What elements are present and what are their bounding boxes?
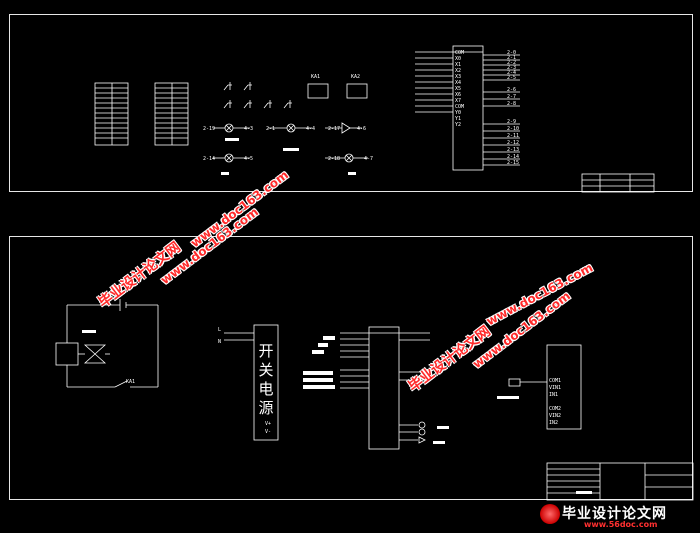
module-terminal: COM2 <box>549 406 561 412</box>
io-table-2 <box>154 82 189 146</box>
bottom-drawing-sheet <box>9 236 693 500</box>
plc-left-terminal: COM <box>455 104 464 110</box>
plc-left-terminal: Y1 <box>455 116 461 122</box>
psu-terminal-vplus: V+ <box>265 421 271 427</box>
plc-left-terminal: Y2 <box>455 122 461 128</box>
plc-left-terminal: X5 <box>455 86 461 92</box>
plc-right-terminal: 2-9 <box>507 119 516 125</box>
lamp-code: 4-3 <box>244 126 253 132</box>
plc-right-terminal: 2-4 <box>507 70 516 76</box>
relay-label-ka1: KA1 <box>311 74 320 80</box>
lamp-code: 4-4 <box>306 126 315 132</box>
switching-power-supply <box>224 324 279 441</box>
relay-ka2 <box>346 83 368 99</box>
plc-right-terminal: 2-11 <box>507 133 519 139</box>
lamp-code: 2-17 <box>328 126 340 132</box>
plc-left-terminal: X6 <box>455 92 461 98</box>
plc-left-terminal: X0 <box>455 56 461 62</box>
title-block-top <box>581 173 655 193</box>
line-label-n: N <box>218 339 221 345</box>
plc-right-terminal: 2-2 <box>507 60 516 66</box>
plc-right-terminal: 2-6 <box>507 87 516 93</box>
module-terminal: IN1 <box>549 392 558 398</box>
plc-right-terminal: 2-8 <box>507 101 516 107</box>
module-terminal: COM1 <box>549 378 561 384</box>
module-terminal: IN2 <box>549 420 558 426</box>
title-block-bottom <box>546 462 694 501</box>
relay-ka1 <box>307 83 329 99</box>
plc-left-terminal: COM <box>455 50 464 56</box>
top-drawing-sheet <box>9 14 693 192</box>
lamp-code: 2-18 <box>328 156 340 162</box>
lamp-code: 4-6 <box>357 126 366 132</box>
plc-right-terminal: 2-5 <box>507 75 516 81</box>
lamp-code: 2-1 <box>266 126 275 132</box>
plc-right-labels: 2-02-12-22-32-42-52-62-72-82-92-102-112-… <box>507 50 519 166</box>
lamp-code: 2-19 <box>203 126 215 132</box>
plc-right-terminal: 2-14 <box>507 154 519 160</box>
plc-right-terminal: 2-10 <box>507 126 519 132</box>
lamp-code: 2-14 <box>203 156 215 162</box>
module-terminal: VIN1 <box>549 385 561 391</box>
lamp-row-2 <box>213 153 368 163</box>
plc-right-terminal: 2-15 <box>507 160 519 166</box>
module-terminal: VIN2 <box>549 413 561 419</box>
plc-block-top <box>415 45 520 171</box>
plc-left-terminal: X2 <box>455 68 461 74</box>
plc-left-terminal: X3 <box>455 74 461 80</box>
plc-right-terminal: 2-7 <box>507 94 516 100</box>
plc-left-terminal: X1 <box>455 62 461 68</box>
switch-symbols <box>223 82 292 109</box>
io-module <box>508 344 582 430</box>
plc-right-terminal: 2-3 <box>507 65 516 71</box>
footer-site-url: www.56doc.com <box>584 520 658 529</box>
line-label-l: L <box>218 327 221 333</box>
plc-block-bottom <box>340 326 430 450</box>
plc-right-terminal: 2-12 <box>507 140 519 146</box>
plc-right-terminal: 2-0 <box>507 50 516 56</box>
site-emblem-icon <box>540 504 560 524</box>
lamp-row-1 <box>213 122 362 134</box>
power-supply-label: 开关电源 <box>258 342 274 417</box>
lamp-code: 4-7 <box>364 156 373 162</box>
relay-label-ka2: KA2 <box>351 74 360 80</box>
voltage-label: 24V <box>117 290 126 296</box>
relay-contact-label: KA1 <box>126 379 135 385</box>
plc-left-terminal: X4 <box>455 80 461 86</box>
psu-terminal-vminus: V- <box>265 429 271 435</box>
plc-left-terminal: X7 <box>455 98 461 104</box>
lamp-code-labels: 2-19 4-3 2-1 4-4 2-17 4-6 2-14 4-5 2-18 4-7 <box>203 126 373 162</box>
plc-left-terminal: Y0 <box>455 110 461 116</box>
lamp-code: 4-5 <box>244 156 253 162</box>
plc-right-terminal: 2-13 <box>507 147 519 153</box>
footer-site-name: 毕业设计论文网 <box>562 506 667 522</box>
io-table-1 <box>94 82 129 146</box>
coil-circuit <box>55 299 159 388</box>
plc-right-terminal: 2-1 <box>507 55 516 61</box>
